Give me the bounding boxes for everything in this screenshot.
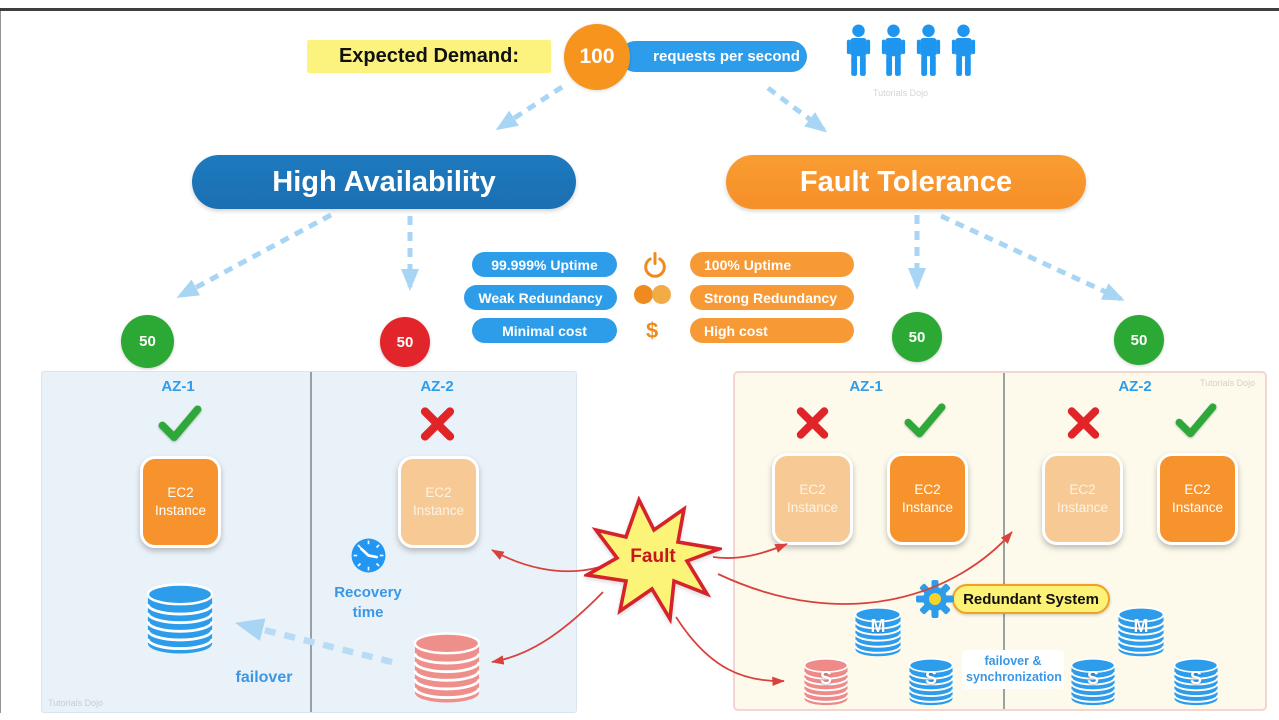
ft-to-az2-arrow (939, 213, 1125, 302)
ft-az2-replica-db-icon: S (1067, 658, 1119, 706)
ft-az1-master-db-icon: M (852, 606, 904, 658)
recovery-line1: Recovery (334, 584, 402, 601)
fault-tolerance-title: Fault Tolerance (726, 155, 1086, 209)
ft-az2-master-db-icon: M (1115, 606, 1167, 658)
expected-demand-label: Expected Demand: (307, 40, 551, 73)
ha-az2-label: AZ-2 (420, 378, 454, 395)
db-letter: M (870, 616, 886, 636)
person-icon (846, 24, 871, 76)
ft-az1-ec2-instance-failed: EC2 Instance (772, 453, 853, 545)
ha-az1-load-badge: 50 (121, 315, 174, 368)
ec2-label-line1: EC2 (799, 481, 826, 497)
dollar-icon: $ (646, 318, 659, 343)
top-border-line (0, 8, 1279, 11)
recovery-time-label: Recovery time (330, 583, 406, 624)
left-border-line (0, 8, 1, 713)
demand-to-ft-arrow (766, 86, 828, 133)
ha-az-divider (310, 372, 312, 712)
ec2-label-line2: Instance (1171, 500, 1224, 515)
high-availability-panel (41, 371, 577, 713)
recovery-line2: time (352, 604, 384, 622)
ha-az2-load-badge: 50 (380, 317, 430, 367)
ha-uptime-pill: 99.999% Uptime (472, 252, 617, 277)
ec2-label-line2: Instance (412, 503, 465, 518)
clock-icon (351, 538, 386, 573)
failover-sync-label: failover & synchronization (962, 650, 1064, 689)
x-icon (796, 407, 829, 439)
person-icon (951, 24, 976, 76)
ft-cost-pill: High cost (690, 318, 854, 343)
demand-value-badge: 100 (564, 24, 630, 90)
high-availability-title: High Availability (192, 155, 576, 209)
x-icon (420, 407, 455, 441)
ft-az1-label: AZ-1 (849, 378, 883, 395)
x-icon (1067, 407, 1100, 439)
check-icon (158, 405, 202, 442)
failover-label: failover (235, 669, 293, 686)
watermark-text: Tutorials Dojo (48, 698, 104, 708)
ha-az1-label: AZ-1 (161, 378, 195, 395)
ha-failed-database-icon (410, 630, 484, 706)
ec2-label-line1: EC2 (1184, 481, 1211, 497)
ha-cost-pill: Minimal cost (472, 318, 617, 343)
watermark-text: Tutorials Dojo (873, 88, 929, 98)
ft-az2-ec2-instance: EC2 Instance (1157, 453, 1238, 545)
redundancy-dot-dark-icon (634, 285, 653, 304)
person-icon (881, 24, 906, 76)
redundant-system-label: Redundant System (952, 584, 1110, 614)
ft-az1-load-badge: 50 (892, 312, 942, 362)
ec2-label-line1: EC2 (167, 484, 194, 500)
db-letter: S (1086, 668, 1099, 688)
demand-to-ha-arrow (495, 84, 564, 131)
ft-az2-load-badge: 50 (1114, 315, 1164, 365)
ec2-label-line2: Instance (1056, 500, 1109, 515)
ft-az2-label: AZ-2 (1118, 378, 1152, 395)
fault-star-icon (584, 496, 722, 624)
ec2-label-line1: EC2 (914, 481, 941, 497)
ft-az1-ec2-instance: EC2 Instance (887, 453, 968, 545)
users-icon-group (845, 16, 977, 86)
check-icon (1175, 403, 1217, 438)
check-icon (904, 403, 946, 438)
ha-primary-database-icon (143, 578, 217, 660)
ft-redundancy-pill: Strong Redundancy (690, 285, 854, 310)
ec2-label-line2: Instance (901, 500, 954, 515)
fault-label: Fault (630, 546, 676, 567)
person-icon (916, 24, 941, 76)
sync-line2: synchronization (966, 670, 1062, 685)
ft-az1-replica-db-icon: S (905, 658, 957, 706)
ec2-label-line1: EC2 (425, 484, 452, 500)
db-letter: M (1133, 616, 1149, 636)
ec2-label-line2: Instance (154, 503, 207, 518)
power-icon (644, 252, 666, 278)
watermark-text: Tutorials Dojo (1200, 378, 1256, 388)
ec2-label-line1: EC2 (1069, 481, 1096, 497)
ft-uptime-pill: 100% Uptime (690, 252, 854, 277)
redundancy-dot-light-icon (652, 285, 671, 304)
ft-az1-replica-db-failed-icon: S (800, 658, 852, 706)
gear-icon (916, 580, 954, 618)
ha-to-az1-arrow (176, 212, 333, 299)
db-letter: S (819, 668, 832, 688)
ha-az1-ec2-instance: EC2 Instance (140, 456, 221, 548)
ft-az2-ec2-instance-failed: EC2 Instance (1042, 453, 1123, 545)
ec2-label-line2: Instance (786, 500, 839, 515)
sync-line1: failover & (984, 654, 1042, 668)
db-letter: S (924, 668, 937, 688)
ha-az2-ec2-instance-failed: EC2 Instance (398, 456, 479, 548)
ft-az2-replica-db2-icon: S (1170, 658, 1222, 706)
requests-per-second-pill: requests per second (620, 41, 807, 72)
ha-redundancy-pill: Weak Redundancy (464, 285, 617, 310)
db-letter: S (1189, 668, 1202, 688)
